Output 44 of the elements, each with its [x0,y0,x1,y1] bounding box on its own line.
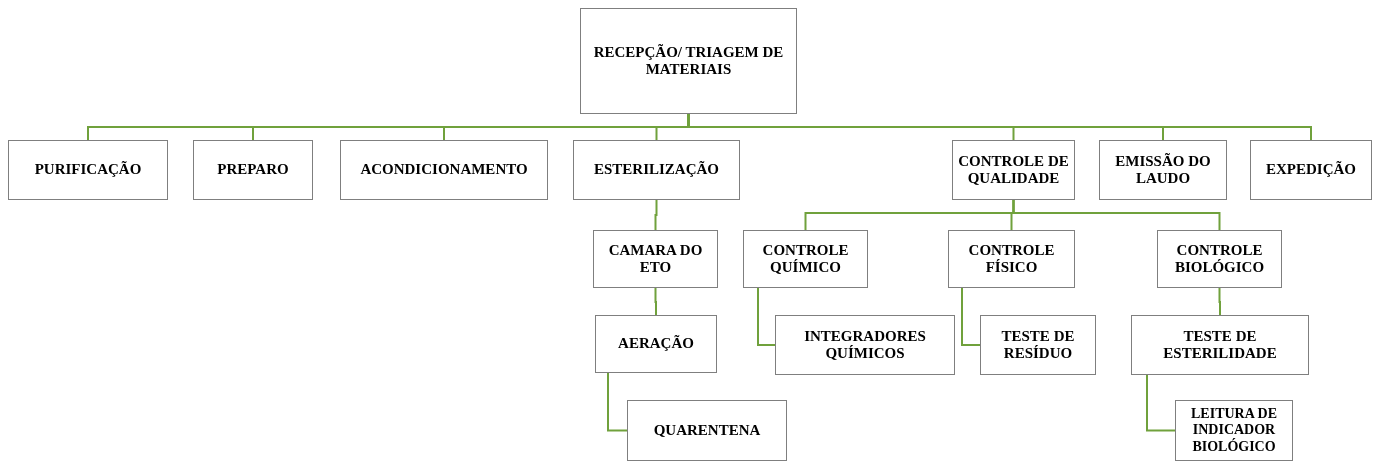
process-box [1157,230,1282,288]
box-label: QUARENTENA [653,421,761,440]
process-box [948,230,1075,288]
connector-line [654,287,657,316]
connector-line [1012,199,1221,231]
box-label: CONTROLE FÍSICO [967,241,1056,277]
connector-line [654,199,658,231]
box-label: ESTERILIZAÇÃO [593,161,719,179]
process-box [1250,140,1372,200]
process-box [573,140,740,200]
box-label: EXPEDIÇÃO [1266,161,1356,179]
connector-line [757,287,776,346]
process-box [775,315,955,375]
box-label: LEITURA DE INDICADOR BIOLÓGICO [1190,406,1278,455]
box-label: ACONDICIONAMENTO [360,161,528,179]
box-label: CONTROLE BIOLÓGICO [1173,241,1266,277]
process-box [1099,140,1227,200]
connector-line [1146,374,1176,432]
box-label: CONTROLE QUÍMICO [761,241,850,277]
box-label: AERAÇÃO [618,335,694,353]
box-label: PREPARO [217,161,289,179]
process-box [595,315,717,373]
process-box [743,230,868,288]
box-label: RECEPÇÃO/ TRIAGEM DE MATERIAIS [592,43,785,79]
process-box [1131,315,1309,375]
process-box [952,140,1075,200]
connector-line [1218,287,1221,316]
process-box [593,230,718,288]
box-label: INTEGRADORES QUÍMICOS [803,327,927,363]
process-box [340,140,548,200]
process-box [1175,400,1293,461]
connector-line [607,372,628,432]
connector-line [961,287,981,346]
process-box [193,140,313,200]
box-label: EMISSÃO DO LAUDO [1114,152,1212,188]
process-box [980,315,1096,375]
box-label: CONTROLE DE QUALIDADE [957,152,1070,188]
box-label: TESTE DE RESÍDUO [1000,327,1076,363]
box-label: PURIFICAÇÃO [34,161,142,179]
process-box [580,8,797,114]
process-box [8,140,168,200]
box-label: TESTE DE ESTERILIDADE [1162,327,1278,363]
box-label: CAMARA DO ETO [607,241,704,277]
process-box [627,400,787,461]
